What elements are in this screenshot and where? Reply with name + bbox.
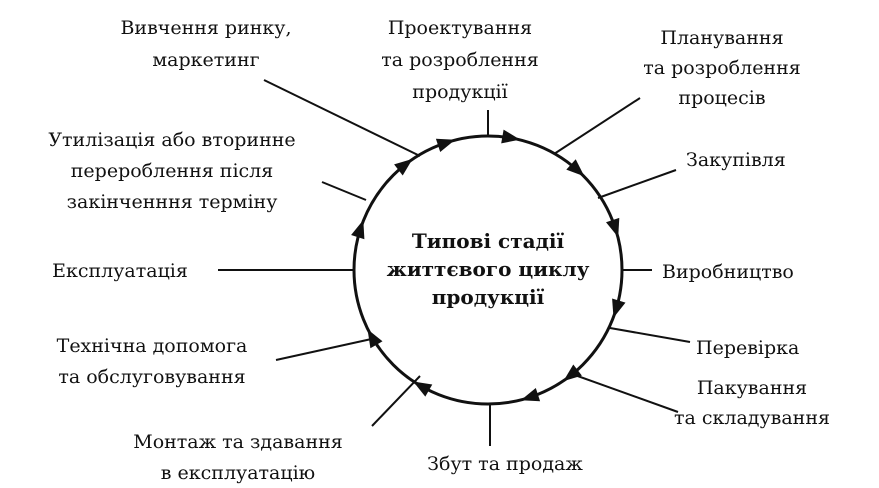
stage-label-line: Виробництво xyxy=(662,261,794,283)
flow-arrow-icon xyxy=(394,158,413,176)
connector-disposal xyxy=(321,181,367,201)
stage-label-line: та розроблення xyxy=(643,57,801,79)
flow-arrow-icon xyxy=(606,217,620,238)
stage-label-line: Планування xyxy=(660,27,783,49)
stage-sales: Збут та продаж xyxy=(427,453,583,475)
stage-label-line: перероблення після xyxy=(71,160,273,182)
stage-label-line: Вивчення ринку, xyxy=(120,17,291,39)
connector-maintenance xyxy=(275,337,377,361)
flow-arrow-icon xyxy=(367,329,383,349)
flow-arrow-icon xyxy=(501,129,521,144)
flow-arrow-icon xyxy=(566,159,585,177)
stage-label-line: та обслуговування xyxy=(58,366,245,388)
stage-design: Проектування та розроблення продукції xyxy=(381,17,539,103)
connector-inspection xyxy=(609,327,691,343)
stage-operation: Експлуатація xyxy=(52,260,188,282)
center-title-line-1: Типові стадії xyxy=(412,229,565,253)
connector-installation xyxy=(371,375,421,427)
stage-label-line: Збут та продаж xyxy=(427,453,583,475)
stage-marketing: Вивчення ринку, маркетинг xyxy=(120,17,291,71)
center-title-line-3: продукції xyxy=(432,285,545,309)
flow-arrow-icon xyxy=(435,138,456,152)
stage-label-line: Пакування xyxy=(697,377,807,399)
arrowheads xyxy=(351,129,626,402)
stage-label-line: Проектування xyxy=(388,17,532,39)
connector-packaging xyxy=(571,373,679,413)
stage-inspection: Перевірка xyxy=(696,337,799,359)
stage-label-line: закінченння терміну xyxy=(67,191,278,213)
stage-production: Виробництво xyxy=(662,261,794,283)
flow-arrow-icon xyxy=(520,388,541,402)
flow-arrow-icon xyxy=(351,220,365,240)
stage-label-line: та складування xyxy=(674,407,830,429)
stage-label-line: Технічна допомога xyxy=(57,335,248,357)
connector-lines xyxy=(218,79,691,446)
center-title-line-2: життєвого циклу xyxy=(387,257,590,281)
stage-label-line: маркетинг xyxy=(152,49,259,71)
stage-label-line: продукції xyxy=(412,81,507,103)
stage-label-line: процесів xyxy=(678,87,765,109)
flow-arrow-icon xyxy=(563,364,582,382)
stage-disposal: Утилізація або вторинне перероблення піс… xyxy=(48,129,295,213)
flow-arrow-icon xyxy=(413,381,433,397)
connector-process-planning xyxy=(553,97,641,155)
stage-maintenance: Технічна допомога та обслуговування xyxy=(57,335,248,388)
stage-label-line: та розроблення xyxy=(381,49,539,71)
stage-label-line: Монтаж та здавання xyxy=(133,431,343,453)
stage-purchasing: Закупівля xyxy=(686,149,786,171)
stage-process-planning: Планування та розроблення процесів xyxy=(643,27,801,109)
stage-label-line: Закупівля xyxy=(686,149,786,171)
connector-purchasing xyxy=(597,169,677,199)
stage-label-line: Експлуатація xyxy=(52,260,188,282)
stage-packaging: Пакування та складування xyxy=(674,377,830,429)
stage-installation: Монтаж та здавання в експлуатацію xyxy=(133,431,343,484)
stage-label-line: Перевірка xyxy=(696,337,799,359)
stage-label-line: в експлуатацію xyxy=(161,462,315,484)
connector-marketing xyxy=(263,79,421,157)
flow-arrow-icon xyxy=(612,298,626,318)
stage-label-line: Утилізація або вторинне xyxy=(48,129,295,151)
center-title: Типові стадії життєвого циклу продукції xyxy=(387,229,590,309)
